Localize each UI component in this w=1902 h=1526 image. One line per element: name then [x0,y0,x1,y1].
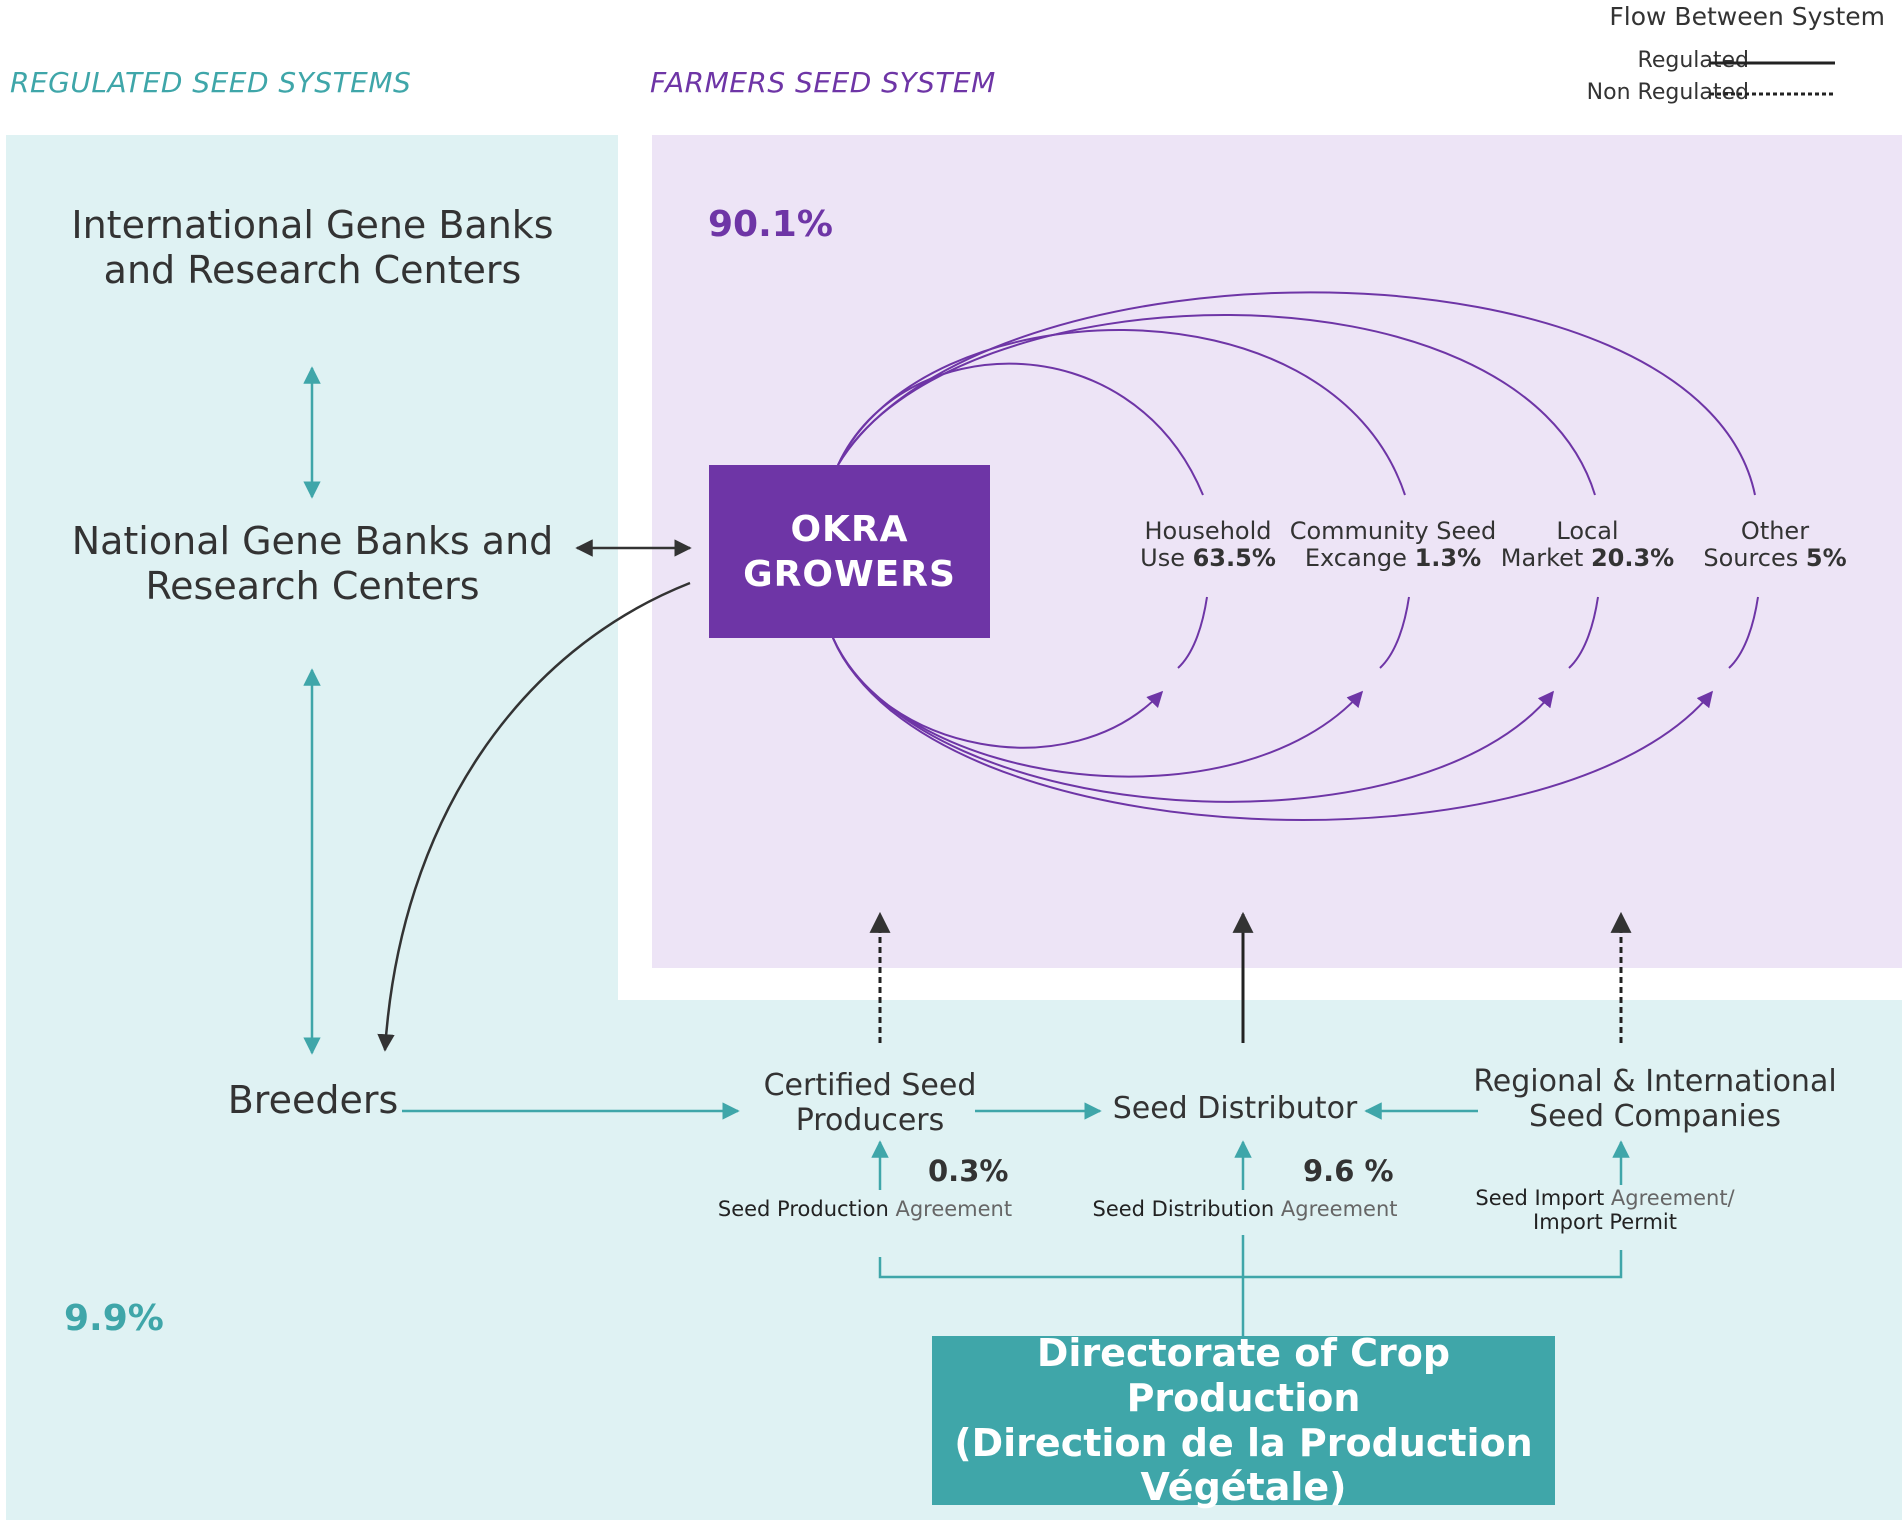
directorate-line1: Directorate of Crop Production [1036,1330,1451,1420]
directorate-box: Directorate of Crop Production (Directio… [932,1331,1555,1509]
intl-gene-banks-line1: International Gene Banks [71,203,554,247]
okra-growers-line2: GROWERS [743,553,956,595]
regulated-section-label: REGULATED SEED SYSTEMS [10,66,412,99]
loop-other-tail [1728,596,1759,669]
import-agreement: Seed Import Agreement/ Import Permit [1455,1186,1755,1234]
legend-non-regulated-label: Non Regulated [1586,80,1749,105]
legend-regulated-label: Regulated [1637,48,1749,73]
certified-producers-line2: Producers [795,1103,945,1139]
distributor-percent: 9.6 % [1303,1154,1394,1188]
distribution-agreement: Seed Distribution Agreement [1075,1197,1415,1222]
source-local-market: Local Market 20.3% [1500,518,1675,572]
source-local-market-value: 20.3% [1590,543,1675,572]
legend-title: Flow Between System [1609,2,1885,31]
source-community: Community Seed Excange 1.3% [1283,518,1503,572]
natl-gene-banks-line2: Research Centers [145,563,480,608]
farmers-section-label: FARMERS SEED SYSTEM [650,66,996,99]
seed-distributor-node: Seed Distributor [1112,1091,1358,1126]
import-agreement-line2: Import Permit [1533,1209,1677,1234]
source-community-line2: Excange [1304,543,1407,572]
directorate-line2: (Direction de la Production [954,1420,1533,1465]
regional-companies-node: Regional & International Seed Companies [1455,1064,1855,1135]
production-agreement: Seed Production Agreement [700,1197,1030,1222]
source-household-line1: Household [1144,517,1272,545]
loop-community-tail [1379,596,1410,669]
import-agreement-rest: Agreement/ [1610,1186,1735,1210]
distribution-agreement-bold: Seed Distribution [1092,1197,1275,1221]
loop-household-tail [1177,596,1208,669]
regional-companies-line2: Seed Companies [1529,1099,1781,1135]
breeders-node: Breeders [227,1078,399,1122]
loop-local-tail [1568,596,1599,669]
source-household-line2: Use [1140,543,1185,572]
farmers-total-percent: 90.1% [708,204,833,245]
source-household: Household Use 63.5% [1128,518,1288,572]
certified-percent: 0.3% [928,1154,1009,1188]
source-other: Other Sources 5% [1690,518,1860,572]
intl-gene-banks-node: International Gene Banks and Research Ce… [40,203,585,293]
natl-gene-banks-node: National Gene Banks and Research Centers [40,519,585,609]
loop-community-top [837,329,1406,496]
intl-gene-banks-line2: and Research Centers [103,247,522,292]
loop-household-bottom [832,637,1164,749]
source-other-line2: Sources [1703,543,1799,572]
distribution-agreement-rest: Agreement [1280,1197,1398,1221]
directorate-line3: Végétale) [1140,1465,1347,1510]
okra-breeders-arrow [377,581,691,1052]
source-household-value: 63.5% [1192,543,1276,572]
okra-growers-line1: OKRA [790,508,909,550]
natl-gene-banks-line1: National Gene Banks and [71,519,554,563]
regulated-total-percent: 9.9% [64,1298,164,1339]
loop-other-bottom [832,637,1714,821]
import-agreement-bold: Seed Import [1475,1186,1605,1210]
okra-growers-box: OKRA GROWERS [709,465,990,638]
loop-community-bottom [832,637,1364,778]
source-local-market-line2: Market [1500,543,1584,572]
loop-other-top [837,291,1756,496]
loop-household-top [837,362,1204,496]
production-agreement-bold: Seed Production [717,1197,889,1221]
certified-producers-line1: Certified Seed [763,1068,977,1103]
loop-local-top [837,314,1596,496]
source-community-value: 1.3% [1414,543,1482,572]
production-agreement-rest: Agreement [895,1197,1013,1221]
directorate-bracket [878,1235,1623,1336]
legend: Flow Between System Regulated Non Regula… [1540,0,1885,110]
certified-producers-node: Certified Seed Producers [740,1068,1000,1139]
source-local-market-line1: Local [1556,517,1619,545]
loop-local-bottom [832,637,1554,803]
source-other-value: 5% [1805,543,1847,572]
source-community-line1: Community Seed [1289,517,1497,545]
source-other-line1: Other [1740,517,1810,545]
regional-companies-line1: Regional & International [1473,1064,1837,1099]
